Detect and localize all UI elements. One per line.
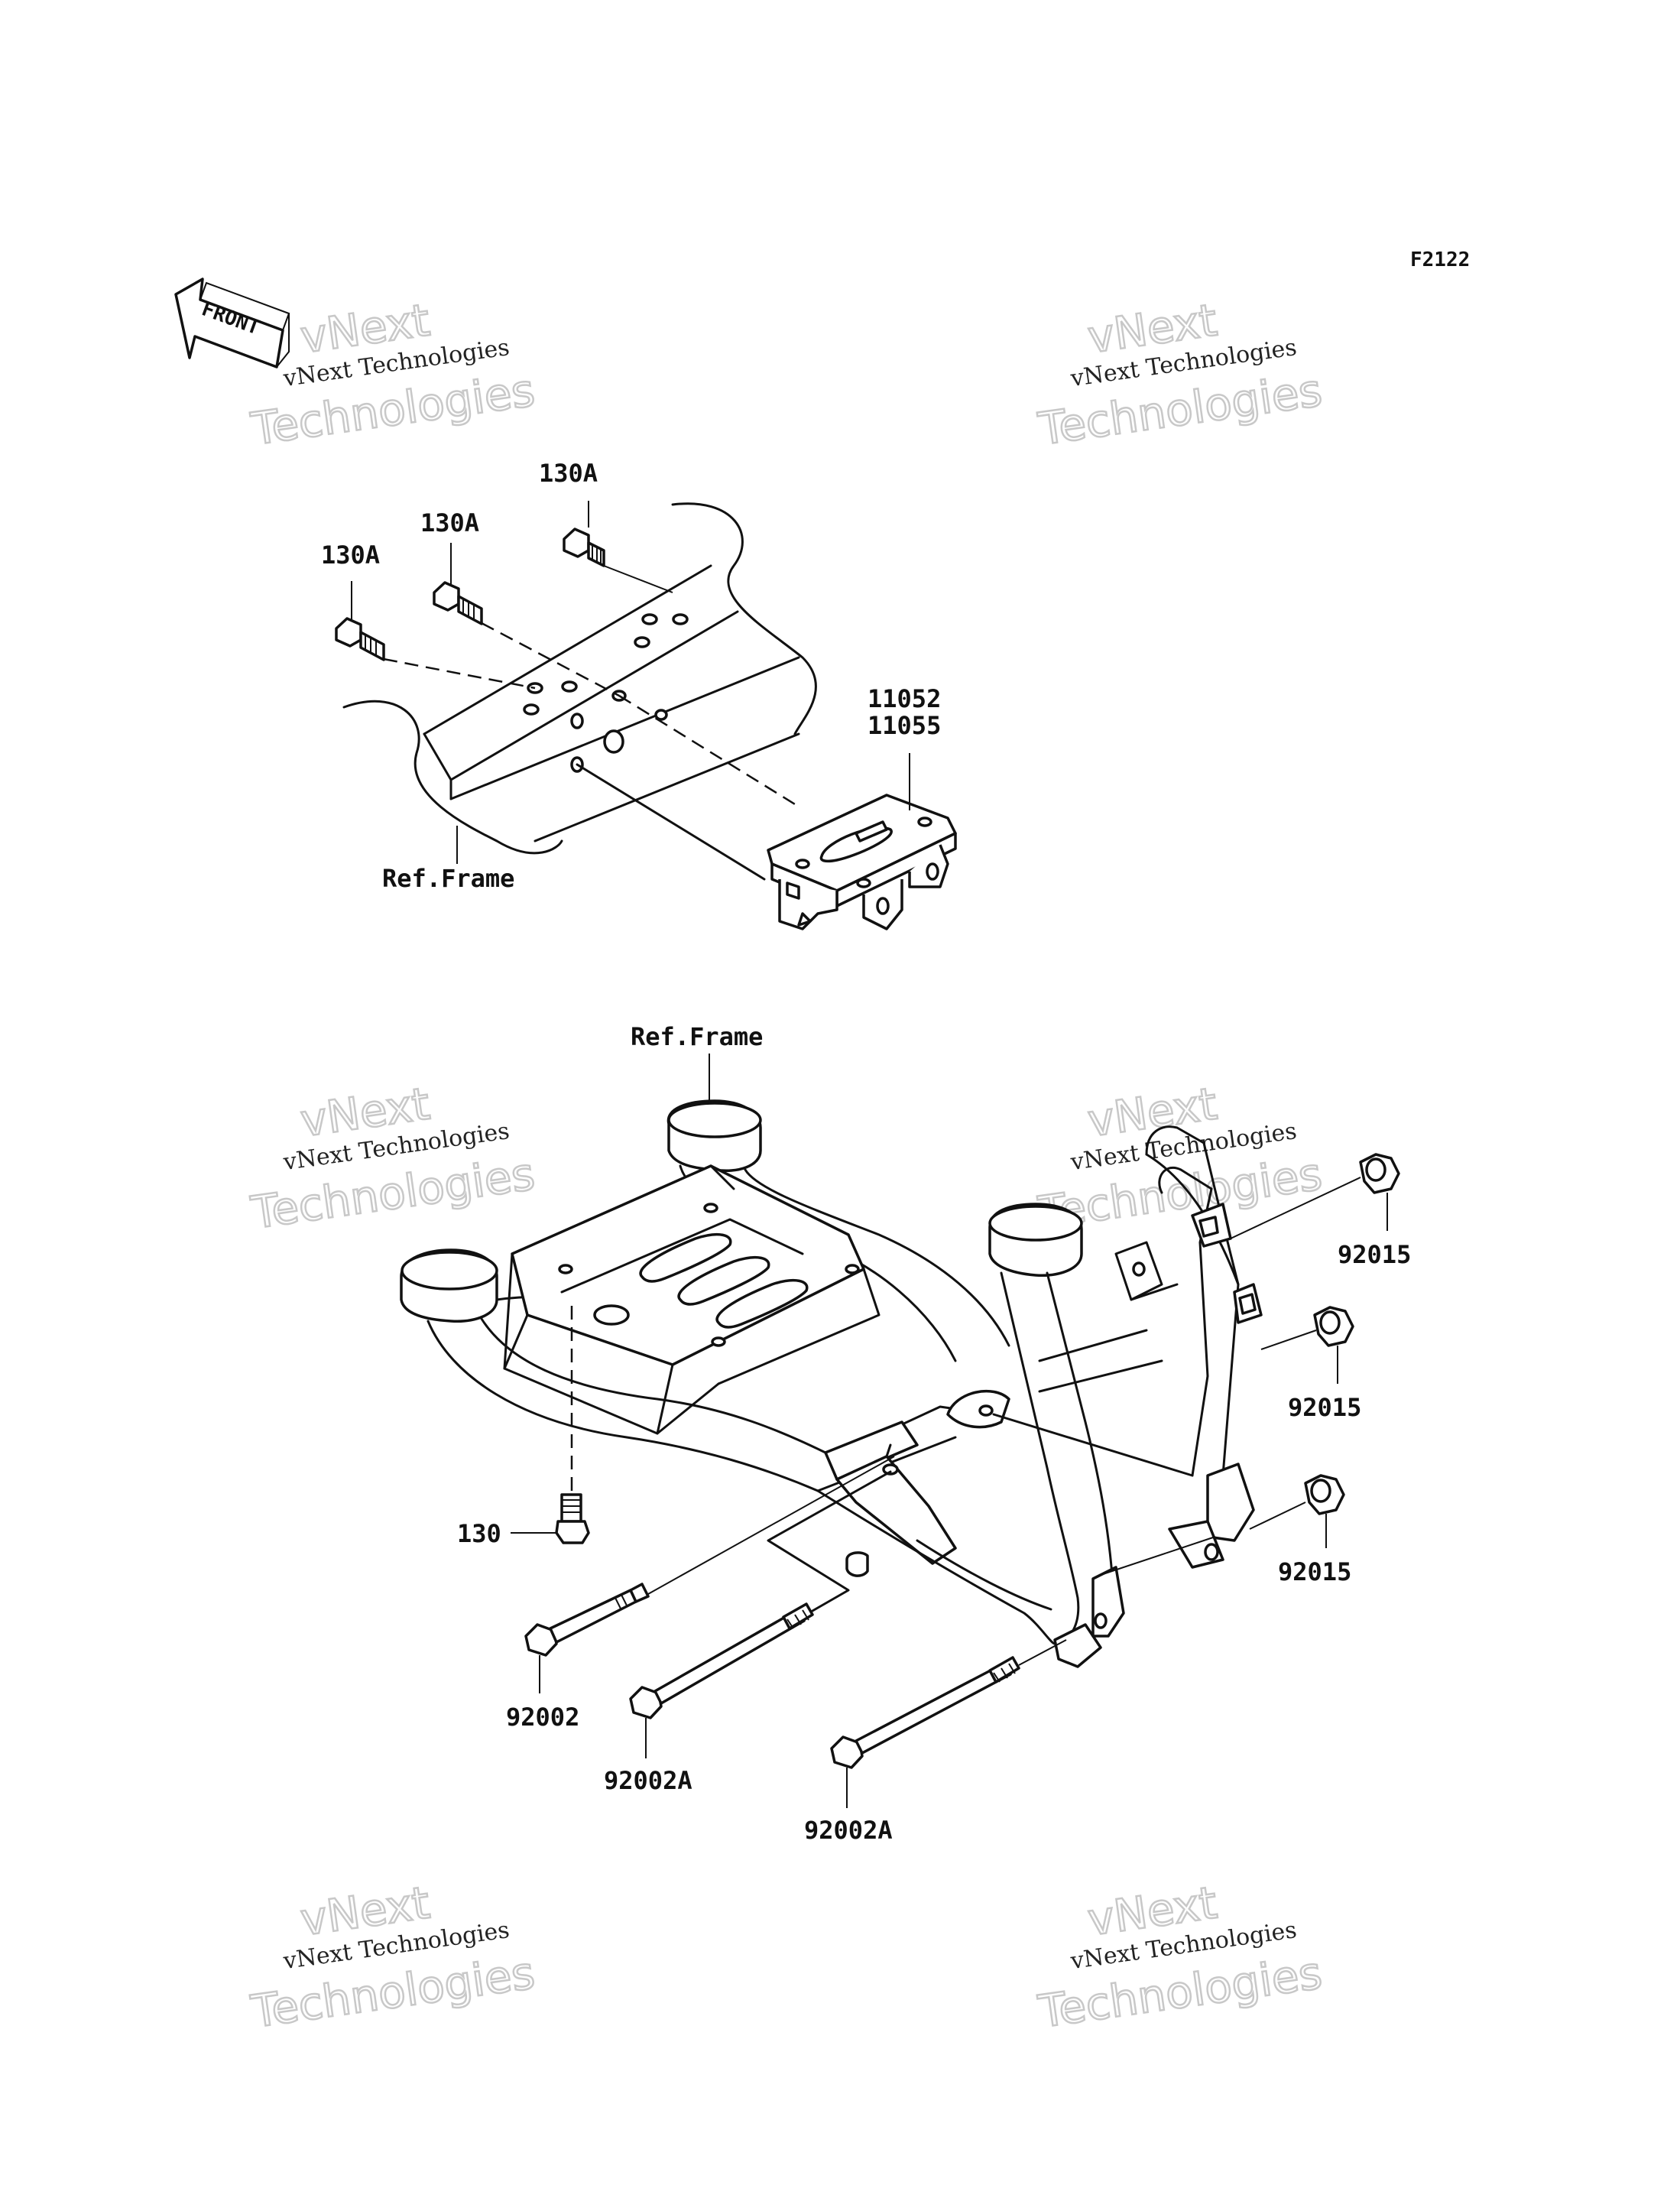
callout-92002A-2: 92002A (804, 1816, 893, 1845)
callout-11052: 11052 (868, 684, 941, 713)
nut-92015-1 (1230, 1153, 1400, 1239)
bolt-92002A-2 (830, 1639, 1067, 1808)
leader-frame-to-bracket (576, 763, 766, 881)
bolt-130 (511, 1300, 590, 1544)
watermark-bottom-left: vNext vNext Technologies Technologies (247, 1875, 539, 2039)
bolt-130A-2 (433, 543, 620, 697)
callout-92002: 92002 (506, 1703, 579, 1732)
callout-130: 130 (457, 1519, 501, 1548)
callout-ref-frame-bottom: Ref.Frame (631, 1022, 763, 1051)
leader-bolt-to-bracket-1 (618, 694, 799, 808)
watermark-mid-left: vNext vNext Technologies Technologies (247, 1076, 539, 1240)
front-arrow-icon: FRONT (174, 278, 290, 368)
callout-11055: 11055 (868, 711, 941, 740)
bolt-92002A-1 (629, 1470, 892, 1758)
bolt-130A-1 (563, 501, 673, 593)
callout-130A-3: 130A (321, 541, 380, 570)
nut-92015-3 (1249, 1474, 1345, 1548)
callout-92002A-1: 92002A (604, 1766, 692, 1795)
bolt-92002 (524, 1456, 895, 1693)
callout-92015-3: 92015 (1278, 1557, 1351, 1586)
leader-front-bolt (1100, 1536, 1216, 1576)
figure-code: F2122 (1410, 248, 1470, 271)
bolt-130A-3 (335, 581, 536, 690)
nut-92015-2 (1260, 1306, 1354, 1384)
callout-ref-frame-top: Ref.Frame (382, 864, 514, 893)
callout-92015-2: 92015 (1288, 1393, 1361, 1422)
callout-130A-1: 130A (539, 459, 598, 488)
watermark-bottom-right: vNext vNext Technologies Technologies (1034, 1875, 1326, 2039)
callout-92015-1: 92015 (1338, 1240, 1411, 1269)
bracket-11052-11055 (767, 753, 957, 930)
callout-130A-2: 130A (420, 508, 479, 537)
watermark-top-right: vNext vNext Technologies Technologies (1034, 293, 1326, 456)
watermark-top-left: vNext vNext Technologies Technologies (247, 293, 539, 456)
frame-section-bottom (400, 1099, 1263, 1668)
